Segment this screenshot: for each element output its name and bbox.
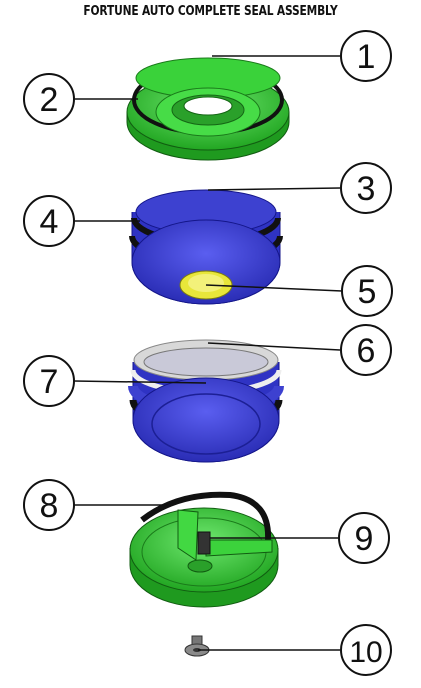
part-green-top-cap [126, 57, 290, 161]
callout-1-label: 1 [357, 38, 376, 76]
part-green-valve [129, 491, 279, 608]
callout-10-label: 10 [349, 636, 382, 669]
callout-2-label: 2 [40, 81, 59, 119]
callout-9-label: 9 [355, 520, 374, 558]
callout-8: 8 [23, 479, 75, 531]
part-blue-piston [129, 189, 283, 305]
callout-3: 3 [340, 162, 392, 214]
callout-6-label: 6 [357, 332, 376, 370]
callout-5: 5 [341, 265, 393, 317]
spring-8 [140, 491, 272, 541]
callout-4-label: 4 [40, 203, 59, 241]
callout-10: 10 [340, 624, 392, 676]
callout-7-label: 7 [40, 363, 59, 401]
diagram-title: FORTUNE AUTO COMPLETE SEAL ASSEMBLY [83, 4, 338, 19]
callout-8-label: 8 [40, 487, 59, 525]
callout-1: 1 [340, 30, 392, 82]
callout-5-label: 5 [358, 273, 377, 311]
callout-6: 6 [340, 324, 392, 376]
callout-3-label: 3 [357, 170, 376, 208]
callout-9: 9 [338, 512, 390, 564]
leader-lines [73, 55, 343, 651]
callout-7: 7 [23, 355, 75, 407]
part-screw-10 [184, 635, 210, 657]
callout-2: 2 [23, 73, 75, 125]
callout-4: 4 [23, 195, 75, 247]
part-blue-piston-lower [128, 339, 284, 463]
